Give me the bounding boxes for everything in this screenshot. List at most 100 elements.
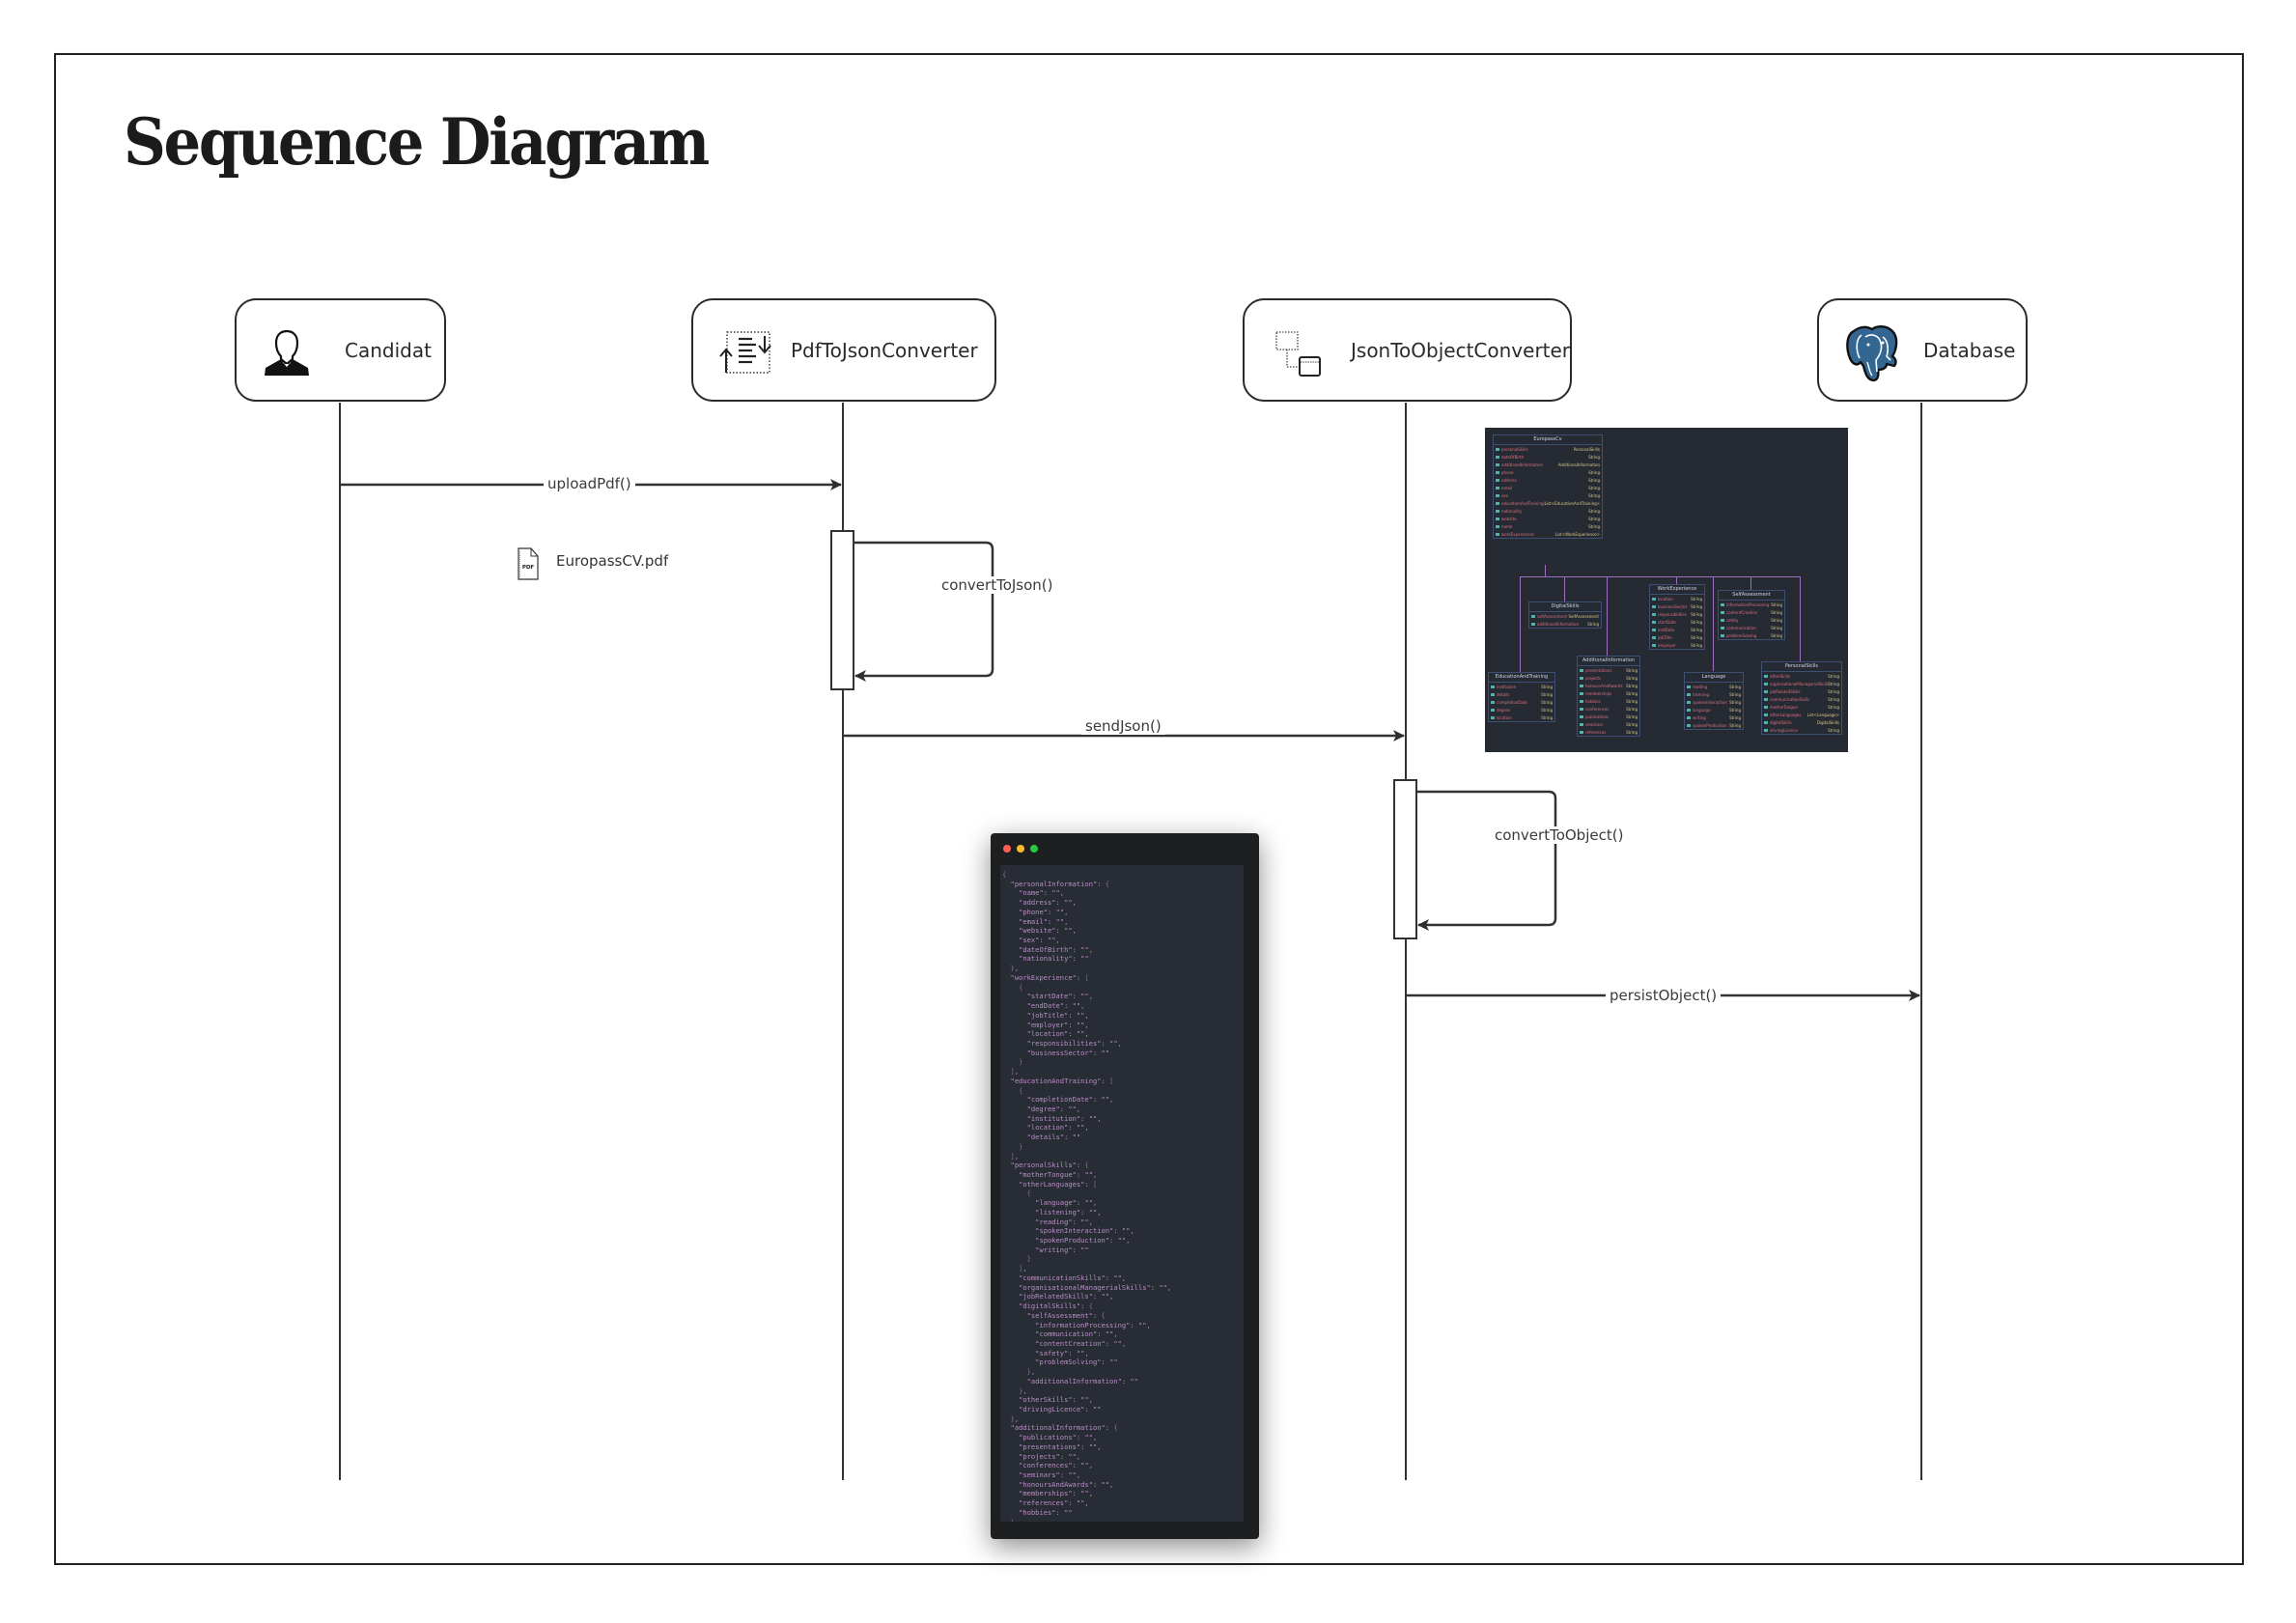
class-field: institution String	[1489, 683, 1554, 690]
field-type: String	[1626, 706, 1638, 712]
participant-pdftojsonconverter[interactable]: PdfToJsonConverter	[691, 298, 996, 402]
field-name: address	[1501, 477, 1517, 483]
field-name: language	[1693, 707, 1711, 713]
field-type: String	[1691, 611, 1702, 617]
participant-database[interactable]: Database	[1817, 298, 2028, 402]
field-type: String	[1541, 684, 1553, 689]
field-name: phone	[1501, 469, 1514, 475]
message-arrow-converttoobject[interactable]	[1416, 790, 1557, 931]
field-type: String	[1626, 698, 1638, 704]
code-line: "dateOfBirth": "",	[1019, 944, 1093, 954]
field-icon	[1496, 493, 1499, 497]
field-type: String	[1828, 681, 1839, 686]
field-name: projects	[1585, 675, 1601, 681]
field-type: PersonalSkills	[1573, 446, 1600, 452]
code-line: },	[1019, 1385, 1027, 1395]
field-icon	[1721, 610, 1724, 614]
field-name: sex	[1501, 492, 1508, 498]
field-name: problemSolving	[1726, 632, 1757, 638]
field-icon	[1491, 685, 1495, 688]
postgresql-elephant-icon	[1846, 325, 1898, 382]
code-line: "additionalInformation": ""	[1026, 1376, 1138, 1385]
participant-jsontoobjectconverter[interactable]: JsonToObjectConverter	[1243, 298, 1572, 402]
code-line: "drivingLicence": ""	[1019, 1404, 1102, 1413]
participant-label-candidat: Candidat	[345, 339, 432, 362]
field-name: spokenProduction	[1693, 722, 1727, 728]
field-type: String	[1541, 707, 1553, 713]
field-icon	[1652, 620, 1656, 624]
field-name: completionDate	[1497, 699, 1527, 705]
class-name: PersonalSkills	[1762, 662, 1841, 672]
field-type: String	[1541, 691, 1553, 697]
field-type: String	[1626, 690, 1638, 696]
field-type: String	[1771, 617, 1782, 623]
code-line: "hobbies": ""	[1019, 1507, 1073, 1517]
message-label-uploadpdf: uploadPdf()	[544, 475, 635, 492]
code-line: "institution": "",	[1026, 1113, 1102, 1123]
participant-label-jsontoobjectconverter: JsonToObjectConverter	[1351, 339, 1571, 362]
field-name: listening	[1693, 691, 1710, 697]
field-type: String	[1771, 632, 1782, 638]
code-line: "spokenProduction": "",	[1035, 1236, 1131, 1245]
field-name: institution	[1497, 684, 1517, 689]
field-type: String	[1588, 492, 1600, 498]
document-convert-icon	[719, 331, 771, 374]
field-icon	[1652, 635, 1656, 639]
field-type: String	[1588, 454, 1600, 460]
code-line: "additionalInformation": {	[1010, 1423, 1118, 1433]
field-icon	[1687, 685, 1691, 688]
field-name: organisationalManagerialSkills	[1770, 681, 1829, 686]
message-arrow-converttojson[interactable]	[854, 541, 994, 682]
field-icon	[1580, 684, 1583, 687]
field-type: String	[1828, 696, 1839, 702]
message-label-converttoobject: convertToObject()	[1491, 826, 1628, 844]
code-line: "email": "",	[1019, 916, 1069, 926]
code-line: ],	[1019, 1264, 1027, 1273]
field-icon	[1652, 628, 1656, 631]
diagram-frame	[54, 53, 2244, 1565]
participant-candidat[interactable]: Candidat	[235, 298, 446, 402]
field-name: references	[1585, 729, 1607, 735]
field-icon	[1496, 447, 1499, 451]
object-hierarchy-icon	[1275, 331, 1321, 377]
field-type: List<Language>	[1806, 712, 1839, 717]
field-icon	[1496, 524, 1499, 528]
page-title: Sequence Diagram	[124, 104, 710, 180]
participant-label-pdftojsonconverter: PdfToJsonConverter	[791, 339, 978, 362]
code-line: "informationProcessing": "",	[1035, 1320, 1151, 1329]
code-line: {	[1019, 982, 1023, 992]
code-line: "selfAssessment": {	[1026, 1310, 1106, 1320]
code-line: "educationAndTraining": [	[1010, 1076, 1114, 1085]
field-name: honoursAndAwards	[1585, 683, 1623, 688]
field-icon	[1764, 689, 1768, 693]
field-name: presentations	[1585, 667, 1612, 673]
field-name: hobbies	[1585, 698, 1601, 704]
field-type: String	[1729, 722, 1741, 728]
field-icon	[1721, 618, 1724, 622]
field-name: communication	[1726, 625, 1756, 630]
field-icon	[1580, 730, 1583, 734]
field-type: String	[1541, 699, 1553, 705]
field-name: responsibilities	[1658, 611, 1687, 617]
field-type: String	[1771, 602, 1782, 607]
class-name: DigitalSkills	[1529, 602, 1601, 612]
field-type: String	[1828, 727, 1839, 733]
class-field: problemSolving String	[1719, 631, 1784, 639]
field-name: workExperiences	[1501, 531, 1535, 537]
field-name: location	[1658, 596, 1673, 602]
